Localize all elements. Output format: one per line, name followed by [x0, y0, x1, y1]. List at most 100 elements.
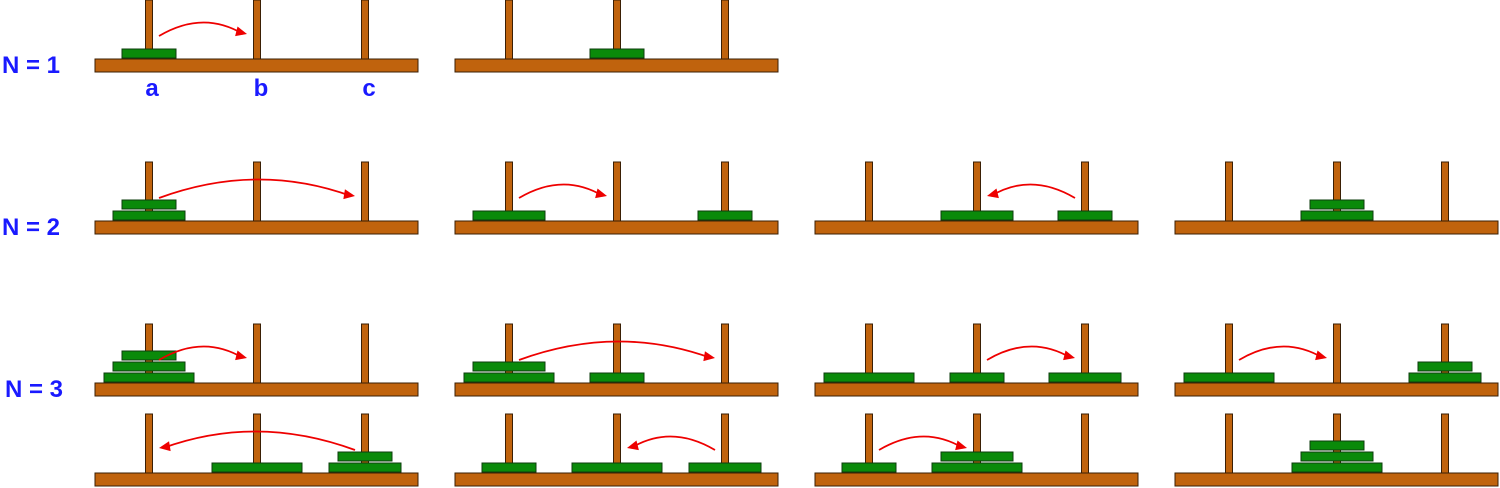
peg-c — [1441, 413, 1449, 474]
disk-size-2 — [1300, 451, 1374, 462]
base-board — [94, 382, 419, 397]
peg-a — [505, 0, 513, 60]
arrowhead-icon — [343, 189, 355, 200]
arrowhead-icon — [703, 351, 715, 362]
hanoi-panel — [1174, 413, 1499, 487]
base-board — [1174, 472, 1499, 487]
move-arrow — [518, 183, 604, 199]
move-arrow — [990, 183, 1076, 199]
peg-b — [613, 161, 621, 222]
arrowhead-icon — [159, 441, 171, 452]
arrowhead-icon — [235, 26, 247, 37]
disk-size-1 — [589, 48, 645, 59]
peg-b — [253, 323, 261, 384]
peg-label-c: c — [362, 75, 375, 102]
move-arrow — [518, 340, 712, 361]
peg-c — [1081, 413, 1089, 474]
peg-c — [361, 161, 369, 222]
disk-size-2 — [472, 361, 546, 372]
peg-b — [253, 0, 261, 60]
disk-size-2 — [472, 210, 546, 221]
hanoi-panel — [454, 0, 779, 73]
disk-size-3 — [571, 462, 663, 473]
disk-size-1 — [481, 462, 537, 473]
peg-b — [1333, 323, 1341, 384]
peg-c — [1441, 161, 1449, 222]
arrowhead-icon — [595, 188, 607, 199]
hanoi-panel — [454, 323, 779, 397]
hanoi-panel — [814, 413, 1139, 487]
base-board — [454, 58, 779, 73]
base-board — [454, 472, 779, 487]
base-board — [814, 472, 1139, 487]
arrowhead-icon — [235, 350, 247, 361]
peg-a — [865, 161, 873, 222]
peg-a — [1225, 161, 1233, 222]
disk-size-2 — [328, 462, 402, 473]
peg-label-a: a — [145, 75, 159, 102]
disk-size-1 — [1057, 210, 1113, 221]
disk-size-3 — [1291, 462, 1383, 473]
disk-size-3 — [211, 462, 303, 473]
disk-size-1 — [1309, 199, 1365, 210]
move-arrow — [162, 430, 356, 451]
disk-size-3 — [823, 372, 915, 383]
row-label-n1: N = 1 — [2, 52, 60, 79]
disk-size-1 — [1417, 361, 1473, 372]
disk-size-1 — [697, 210, 753, 221]
move-arrow — [986, 345, 1072, 361]
hanoi-panel — [94, 161, 419, 235]
arrowhead-icon — [955, 440, 967, 451]
peg-c — [721, 0, 729, 60]
row-label-n3: N = 3 — [5, 376, 63, 403]
base-board — [814, 220, 1139, 235]
disk-size-3 — [931, 462, 1023, 473]
disk-size-3 — [1183, 372, 1275, 383]
move-arrow — [630, 435, 716, 451]
disk-size-2 — [940, 210, 1014, 221]
move-arrow — [878, 435, 964, 451]
row-label-n2: N = 2 — [2, 214, 60, 241]
disk-size-1 — [1309, 440, 1365, 451]
move-arrow — [158, 21, 244, 37]
disk-size-1 — [589, 372, 645, 383]
disk-size-2 — [1300, 210, 1374, 221]
hanoi-panel — [814, 161, 1139, 235]
peg-c — [361, 323, 369, 384]
disk-size-2 — [940, 451, 1014, 462]
hanoi-panel — [814, 323, 1139, 397]
disk-size-1 — [337, 451, 393, 462]
peg-c — [721, 323, 729, 384]
disk-size-1 — [841, 462, 897, 473]
peg-b — [253, 161, 261, 222]
base-board — [94, 472, 419, 487]
peg-a — [145, 413, 153, 474]
hanoi-panel — [1174, 323, 1499, 397]
peg-c — [361, 0, 369, 60]
base-board — [1174, 220, 1499, 235]
hanoi-panel — [454, 161, 779, 235]
base-board — [94, 58, 419, 73]
hanoi-panel — [1174, 161, 1499, 235]
arrowhead-icon — [1315, 350, 1327, 361]
disk-size-2 — [112, 210, 186, 221]
base-board — [454, 382, 779, 397]
disk-size-1 — [121, 199, 177, 210]
arrowhead-icon — [1063, 350, 1075, 361]
move-arrow — [1238, 345, 1324, 361]
peg-a — [1225, 413, 1233, 474]
base-board — [1174, 382, 1499, 397]
hanoi-panel — [94, 0, 419, 73]
arrowhead-icon — [627, 440, 639, 451]
move-arrow — [158, 345, 244, 361]
base-board — [94, 220, 419, 235]
disk-size-2 — [1408, 372, 1482, 383]
move-arrow — [158, 178, 352, 199]
arrowhead-icon — [987, 188, 999, 199]
disk-size-2 — [1048, 372, 1122, 383]
disk-size-2 — [112, 361, 186, 372]
disk-size-3 — [463, 372, 555, 383]
hanoi-panel — [94, 413, 419, 487]
disk-size-3 — [103, 372, 195, 383]
